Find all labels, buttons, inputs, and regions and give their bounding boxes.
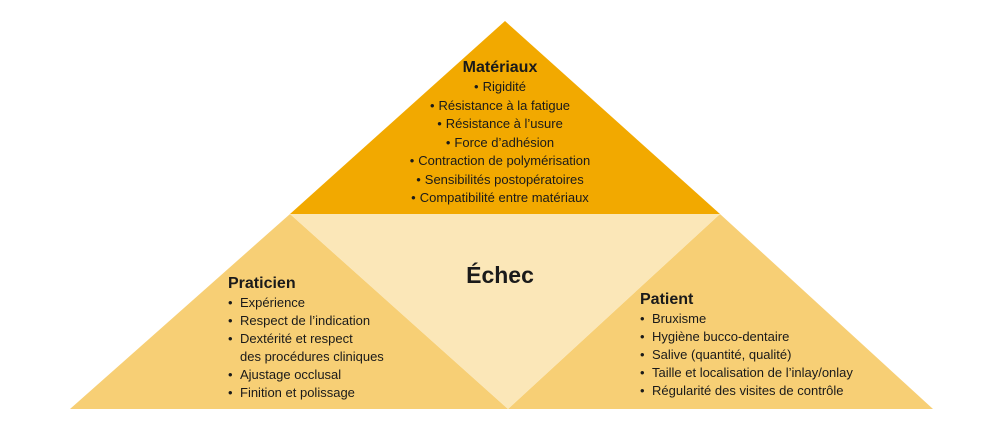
materiaux-title: Matériaux — [462, 59, 538, 76]
bullet-icon: • — [640, 347, 645, 362]
top-triangle — [290, 21, 720, 214]
praticien-title: Praticien — [228, 275, 296, 292]
bullet-icon: • — [474, 79, 479, 94]
materiaux-item: •Résistance à la fatigue — [380, 97, 620, 116]
praticien-item: •Ajustage occlusal — [228, 367, 342, 382]
materiaux-block: Matériaux •Rigidité •Résistance à la fat… — [380, 58, 620, 208]
bullet-icon: • — [228, 331, 233, 346]
praticien-item: •Respect de l’indication — [228, 313, 371, 328]
bullet-icon: • — [429, 97, 435, 113]
praticien-item: •Dextérité et respect — [228, 331, 353, 346]
materiaux-item: •Résistance à l’usure — [380, 115, 620, 134]
patient-item: •Régularité des visites de contrôle — [640, 383, 844, 398]
bullet-icon: • — [228, 295, 233, 310]
right-triangle — [508, 214, 933, 409]
bullet-icon: • — [228, 313, 233, 328]
praticien-item-continuation: des procédures cliniques — [240, 349, 384, 364]
patient-item: •Hygiène bucco-dentaire — [640, 329, 790, 344]
praticien-item: •Finition et polissage — [228, 385, 355, 400]
bullet-icon: • — [640, 365, 645, 380]
bullet-icon: • — [640, 383, 645, 398]
bullet-icon: • — [445, 134, 451, 150]
praticien-block: Praticien •Expérience •Respect de l’indi… — [228, 274, 448, 402]
echec-label: Échec — [466, 262, 534, 288]
patient-block: Patient •Bruxisme •Hygiène bucco-dentair… — [640, 290, 920, 400]
bullet-icon: • — [228, 367, 233, 382]
praticien-item: •Expérience — [228, 295, 306, 310]
bullet-icon: • — [640, 311, 645, 326]
patient-item: •Taille et localisation de l’inlay/onlay — [640, 365, 853, 380]
left-triangle — [70, 214, 508, 409]
bullet-icon: • — [416, 171, 421, 187]
materiaux-item: •Contraction de polymérisation — [380, 152, 620, 171]
center-triangle — [290, 214, 720, 409]
materiaux-item: •Sensibilités postopératoires — [380, 171, 620, 190]
bullet-icon: • — [640, 329, 645, 344]
bullet-icon: • — [411, 190, 416, 205]
bullet-icon: • — [409, 153, 415, 168]
patient-item: •Bruxisme — [640, 311, 707, 326]
materiaux-item: •Rigidité — [380, 78, 620, 97]
patient-item: •Salive (quantité, qualité) — [640, 347, 792, 362]
bullet-icon: • — [228, 385, 233, 400]
bullet-icon: • — [437, 116, 442, 131]
materiaux-item: •Compatibilité entre matériaux — [380, 189, 620, 208]
patient-title: Patient — [640, 291, 694, 308]
materiaux-item: •Force d’adhésion — [380, 134, 620, 153]
